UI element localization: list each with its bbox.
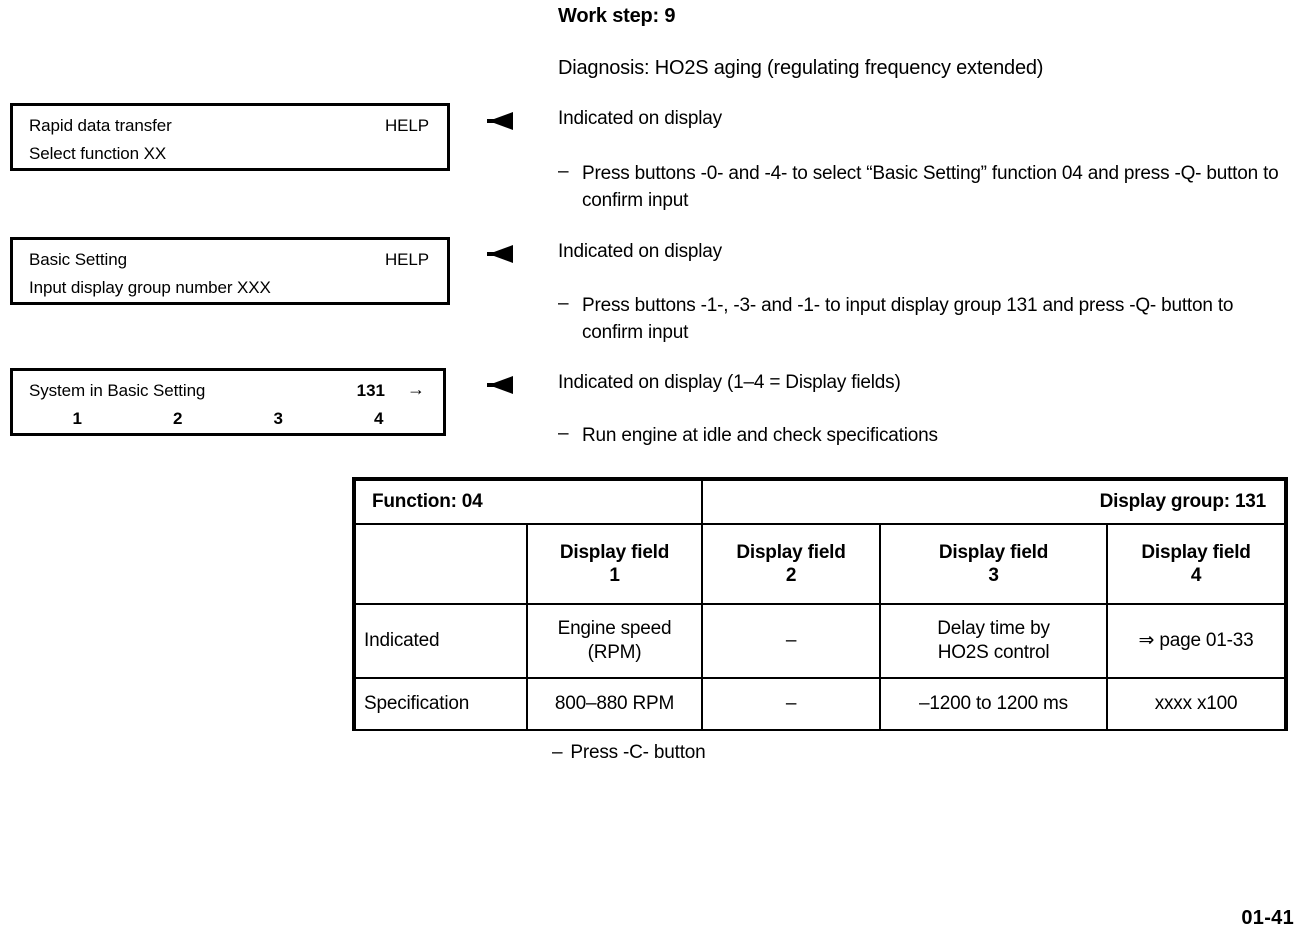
table-header-row: Display field 1 Display field 2 Display …	[352, 523, 1289, 605]
instruction-body: – Press buttons -0- and -4- to select “B…	[558, 161, 1298, 215]
column-header-name: Display field	[736, 541, 846, 563]
cell-specification-field-3: –1200 to 1200 ms	[879, 677, 1109, 731]
instruction-text: Run engine at idle and check specificati…	[582, 425, 938, 446]
table-row-specification: Specification 800–880 RPM – –1200 to 120…	[352, 677, 1289, 731]
list-dash: –	[552, 742, 563, 763]
diagnosis-text: Diagnosis: HO2S aging (regulating freque…	[558, 57, 1044, 79]
cell-indicated-field-4: ⇒ page 01-33	[1106, 603, 1289, 679]
display-title: Basic Setting	[29, 250, 127, 269]
table-title-row: Function: 04 Display group: 131	[351, 477, 1289, 525]
cell-indicated-field-1: Engine speed(RPM)	[525, 603, 704, 679]
instruction-text: Press buttons -0- and -4- to select “Bas…	[582, 163, 1279, 211]
column-header-name: Display field	[559, 541, 670, 563]
instruction-text: Press buttons -1-, -3- and -1- to input …	[582, 295, 1234, 343]
instruction-body: – Run engine at idle and check specifica…	[558, 423, 1298, 450]
instruction-body: – Press buttons -1-, -3- and -1- to inpu…	[558, 293, 1298, 347]
column-header-display-field-4: Display field 4	[1106, 523, 1289, 605]
pennant-marker-icon	[487, 374, 517, 396]
column-header-display-field-2: Display field 2	[701, 523, 882, 605]
help-label: HELP	[384, 116, 429, 135]
table-corner-cell	[352, 523, 528, 605]
row-label: Indicated	[352, 603, 528, 679]
instruction-heading: Indicated on display	[558, 108, 722, 129]
cell-line: Delay time by	[937, 618, 1050, 640]
column-header-number: 2	[785, 565, 797, 586]
scan-tool-display-rapid-data-transfer: Rapid data transfer HELP Select function…	[10, 103, 450, 171]
column-header-number: 4	[1190, 565, 1202, 586]
column-header-name: Display field	[1141, 541, 1251, 563]
cell-line: Engine speed	[557, 618, 672, 640]
cell-specification-field-1: 800–880 RPM	[525, 677, 704, 731]
column-header-number: 3	[988, 565, 999, 586]
list-dash: –	[558, 423, 569, 444]
display-second-line: Select function XX	[29, 144, 167, 163]
column-header-display-field-3: Display field 3	[879, 523, 1109, 605]
pennant-marker-icon	[487, 243, 517, 265]
press-c-text: Press -C- button	[570, 742, 706, 763]
column-header-number: 1	[609, 565, 620, 586]
cell-indicated-field-2: –	[701, 603, 882, 679]
cell-specification-field-4: xxxx x100	[1106, 677, 1289, 731]
display-field-number: 1	[72, 409, 82, 428]
display-title: System in Basic Setting	[29, 381, 206, 400]
display-field-numbers: 1 2 3 4	[13, 409, 443, 429]
instruction-heading: Indicated on display	[558, 241, 722, 262]
scan-tool-display-system-in-basic-setting: System in Basic Setting 131 → 1 2 3 4	[10, 368, 446, 436]
list-dash: –	[558, 293, 569, 314]
pennant-marker-icon	[487, 110, 517, 132]
display-field-number: 3	[273, 409, 283, 428]
page-number: 01-41	[1241, 907, 1294, 929]
table-row-indicated: Indicated Engine speed(RPM) – Delay time…	[352, 603, 1289, 679]
list-dash: –	[558, 161, 569, 182]
instruction-heading: Indicated on display (1–4 = Display fiel…	[558, 372, 901, 393]
work-step-heading: Work step: 9	[558, 5, 676, 27]
display-group-number: 131	[356, 381, 385, 400]
display-field-number: 4	[374, 409, 384, 428]
cell-line: HO2S control	[937, 642, 1050, 663]
help-label: HELP	[384, 250, 429, 269]
cell-specification-field-2: –	[701, 677, 882, 731]
press-c-instruction: –Press -C- button	[552, 742, 706, 764]
row-label: Specification	[352, 677, 528, 731]
column-header-display-field-1: Display field 1	[525, 523, 704, 605]
column-header-name: Display field	[938, 541, 1049, 563]
display-field-number: 2	[173, 409, 183, 428]
scan-tool-display-basic-setting: Basic Setting HELP Input display group n…	[10, 237, 450, 305]
cell-line: (RPM)	[587, 642, 642, 663]
function-label: Function: 04	[351, 477, 704, 525]
display-group-label: Display group: 131	[701, 477, 1289, 525]
display-second-line: Input display group number XXX	[29, 278, 271, 297]
specification-table: Function: 04 Display group: 131 Display …	[351, 477, 1289, 731]
right-arrow-icon: →	[407, 379, 425, 399]
display-title: Rapid data transfer	[29, 116, 172, 135]
